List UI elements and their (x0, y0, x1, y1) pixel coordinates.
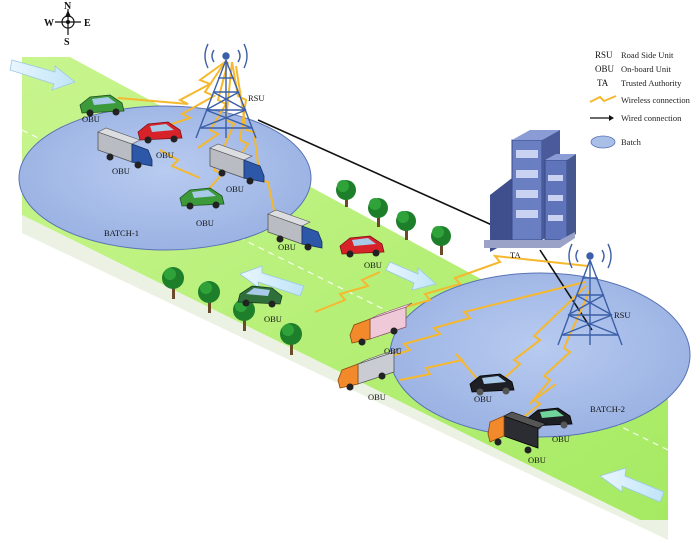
legend-text-wired: Wired connection (621, 113, 682, 123)
obu-label: OBU (384, 346, 402, 356)
compass-w: W (44, 18, 54, 29)
obu-label: OBU (82, 114, 100, 124)
wired-connection-ta-rsu2 (539, 249, 593, 331)
obu-label: OBU (226, 184, 244, 194)
legend-abbr-ta: TA (597, 78, 609, 88)
legend-text-rsu: Road Side Unit (621, 50, 674, 60)
truck-icon (209, 143, 265, 185)
obu-label: OBU (528, 455, 546, 465)
truck-icon (97, 127, 153, 169)
tree-icon (280, 323, 302, 355)
car-icon (179, 187, 225, 210)
tree-icon (198, 281, 220, 313)
arrow-icon (9, 59, 76, 91)
obu-label: OBU (278, 242, 296, 252)
compass-icon: N S W E (44, 1, 91, 48)
batch-1-area (18, 105, 312, 251)
arrow-right-icon (590, 115, 614, 121)
ta-label: TA (510, 250, 522, 260)
legend-text-obu: On-board Unit (621, 64, 671, 74)
arrow-icon (239, 265, 305, 297)
truck-icon (349, 302, 413, 346)
rsu-tower-2 (557, 243, 623, 346)
legend-text-wireless: Wireless connection (621, 95, 691, 105)
ellipse-icon (590, 135, 616, 149)
obu-label: OBU (474, 394, 492, 404)
legend-text-ta: Trusted Authority (621, 78, 682, 88)
rsu-1-label: RSU (248, 93, 265, 103)
tree-icon (336, 180, 356, 207)
vehicles (79, 94, 573, 454)
obu-label: OBU (552, 434, 570, 444)
car-icon (237, 285, 283, 308)
compass-n: N (64, 1, 72, 12)
obu-label: OBU (368, 392, 386, 402)
truck-icon (487, 411, 547, 454)
car-icon (339, 235, 385, 258)
compass-s: S (64, 37, 70, 48)
tree-icon (368, 198, 388, 227)
truck-icon (267, 209, 323, 251)
obu-label: OBU (364, 260, 382, 270)
batch-2-label: BATCH-2 (590, 404, 625, 414)
lightning-icon (589, 95, 617, 103)
arrow-icon (599, 467, 665, 503)
legend-text-batch: Batch (621, 137, 642, 147)
truck-icon (337, 347, 401, 391)
rsu-2-label: RSU (614, 310, 631, 320)
legend-abbr-obu: OBU (595, 64, 615, 74)
compass-e: E (84, 18, 91, 29)
rsu-tower-1 (195, 43, 257, 139)
tree-icon (396, 211, 416, 240)
obu-label: OBU (156, 150, 174, 160)
obu-label: OBU (196, 218, 214, 228)
tree-icon (233, 299, 255, 331)
car-icon (79, 94, 125, 117)
legend-abbr-rsu: RSU (595, 50, 613, 60)
wired-connection-rsu1-ta (257, 119, 493, 226)
ta-server-icon (484, 130, 576, 252)
arrow-icon (385, 261, 437, 291)
diagram-labels: RSU RSU TA BATCH-1 BATCH-2 OBU OBU OBU O… (82, 93, 631, 465)
car-icon (469, 373, 515, 396)
obu-label: OBU (112, 166, 130, 176)
legend: RSU Road Side Unit OBU On-board Unit TA … (589, 50, 691, 149)
obu-label: OBU (264, 314, 282, 324)
tree-icon (431, 226, 451, 255)
trees (162, 180, 451, 355)
batch-1-label: BATCH-1 (104, 228, 139, 238)
tree-icon (162, 267, 184, 299)
car-icon (137, 121, 183, 144)
wireless-links (117, 61, 591, 421)
